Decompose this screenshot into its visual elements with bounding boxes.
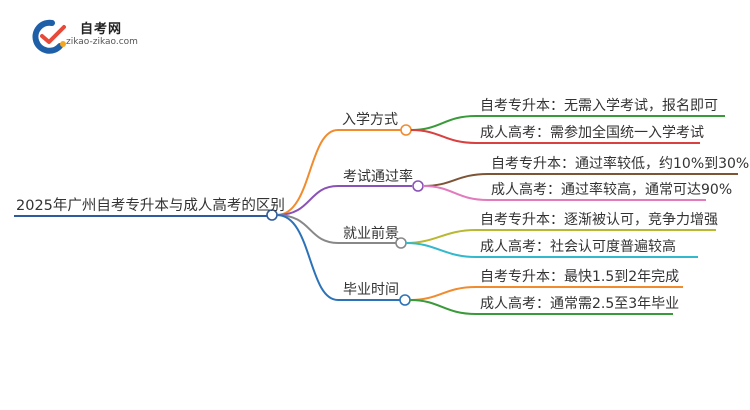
branch-node-pass-rate[interactable] (412, 180, 424, 192)
branch-connector-enrollment (276, 129, 339, 216)
branch-node-enrollment[interactable] (400, 124, 412, 136)
site-logo[interactable]: 自考网 zikao-zikao.com (30, 18, 150, 54)
branch-label-enrollment: 入学方式 (342, 112, 398, 128)
branch-label-employment: 就业前景 (343, 226, 399, 242)
logo-mark-icon (32, 19, 66, 54)
leaf-connector-graduation-time-1 (409, 299, 673, 315)
leaf-enrollment-self-exam: 自考专升本：无需入学考试，报名即可 (480, 98, 718, 114)
leaf-pass-rate-self-exam: 自考专升本：通过率较低，约10%到30% (491, 156, 750, 172)
branch-connector-employment (276, 214, 339, 244)
logo-subtitle: zikao-zikao.com (66, 37, 138, 47)
leaf-pass-rate-adult-exam: 成人高考：通过率较高，通常可达90% (491, 182, 733, 198)
leaf-graduation-adult-exam: 成人高考：通常需2.5至3年毕业 (480, 296, 680, 312)
leaf-connector-employment-1 (405, 242, 698, 258)
branch-connector-pass-rate (276, 185, 339, 216)
leaf-enrollment-adult-exam: 成人高考：需参加全国统一入学考试 (480, 125, 704, 141)
leaf-employment-adult-exam: 成人高考：社会认可度普遍较高 (480, 239, 676, 255)
root-topic: 2025年广州自考专升本与成人高考的区别 (16, 198, 285, 214)
leaf-employment-self-exam: 自考专升本：逐渐被认可，竞争力增强 (480, 212, 718, 228)
branch-label-graduation-time: 毕业时间 (343, 282, 399, 298)
leaf-connector-enrollment-1 (410, 129, 700, 144)
leaf-graduation-self-exam: 自考专升本：最快1.5到2年完成 (480, 269, 680, 285)
leaf-connector-pass-rate-1 (422, 185, 706, 201)
branch-node-graduation-time[interactable] (399, 294, 411, 306)
logo-title: 自考网 (80, 22, 123, 37)
branch-connector-graduation-time (276, 214, 339, 301)
branch-label-pass-rate: 考试通过率 (343, 169, 413, 185)
